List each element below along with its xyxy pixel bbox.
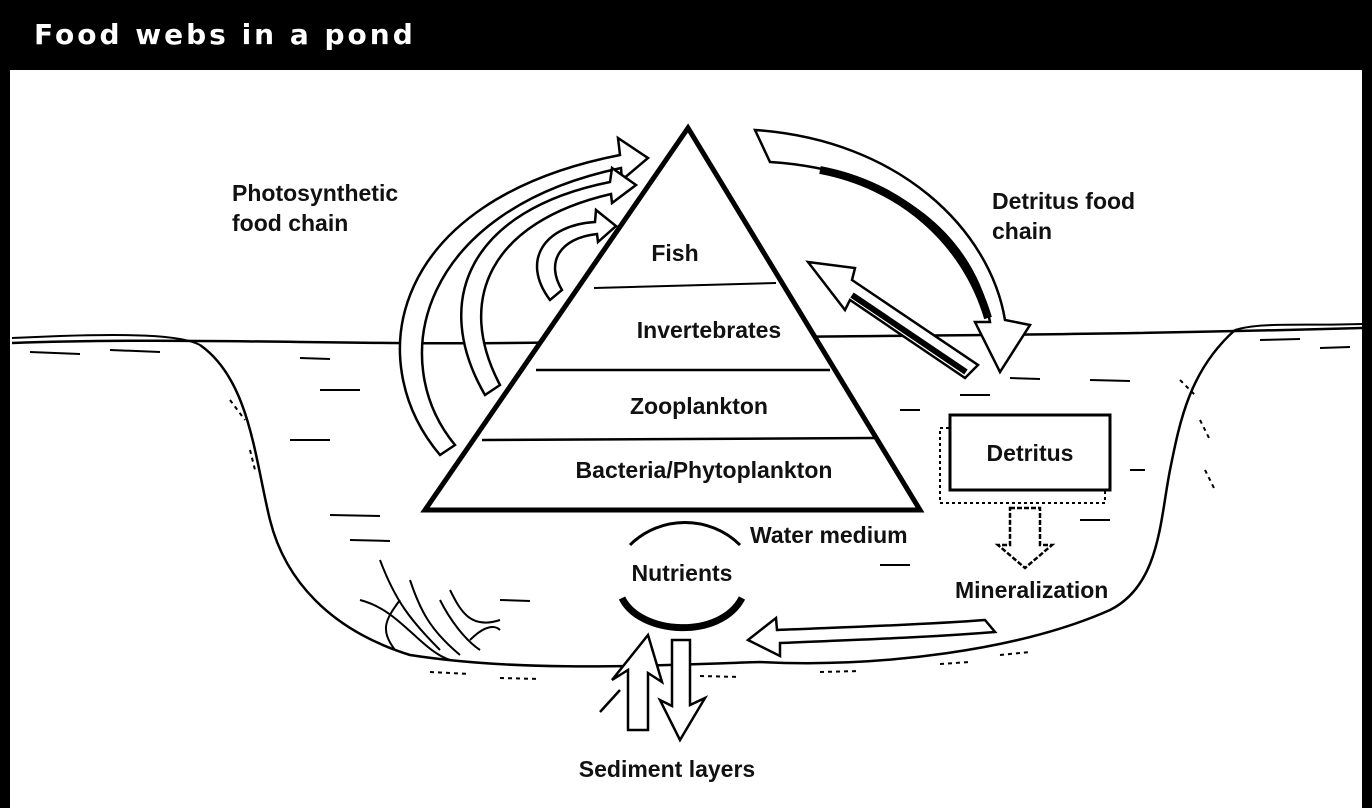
sediment-arrow-up — [612, 635, 662, 730]
nutrients-cycle-bottom — [622, 598, 742, 628]
nutrients-cycle-top — [630, 523, 740, 546]
fish-label: Fish — [651, 238, 698, 268]
photosynthetic-label-line2: food chain — [232, 208, 348, 238]
detritus-label: Detritus — [987, 438, 1074, 468]
water-medium-label: Water medium — [750, 520, 908, 550]
photosynthetic-label-line1: Photosynthetic — [232, 178, 398, 208]
bacteria-phytoplankton-label: Bacteria/Phytoplankton — [576, 455, 833, 485]
nutrients-label: Nutrients — [632, 558, 733, 588]
invertebrates-label: Invertebrates — [637, 315, 781, 345]
sediment-arrow-down — [660, 640, 705, 740]
detritus-to-invertebrates-arrow — [808, 262, 978, 378]
detritus-chain-label-line1: Detritus food — [992, 186, 1135, 216]
zooplankton-label: Zooplankton — [630, 391, 768, 421]
sediment-layers-label: Sediment layers — [579, 754, 755, 784]
sediment-exchange-arrows — [600, 635, 705, 740]
mineralization-arrow — [998, 508, 1052, 568]
detritus-chain-label-line2: chain — [992, 216, 1052, 246]
mineralization-label: Mineralization — [955, 575, 1108, 605]
